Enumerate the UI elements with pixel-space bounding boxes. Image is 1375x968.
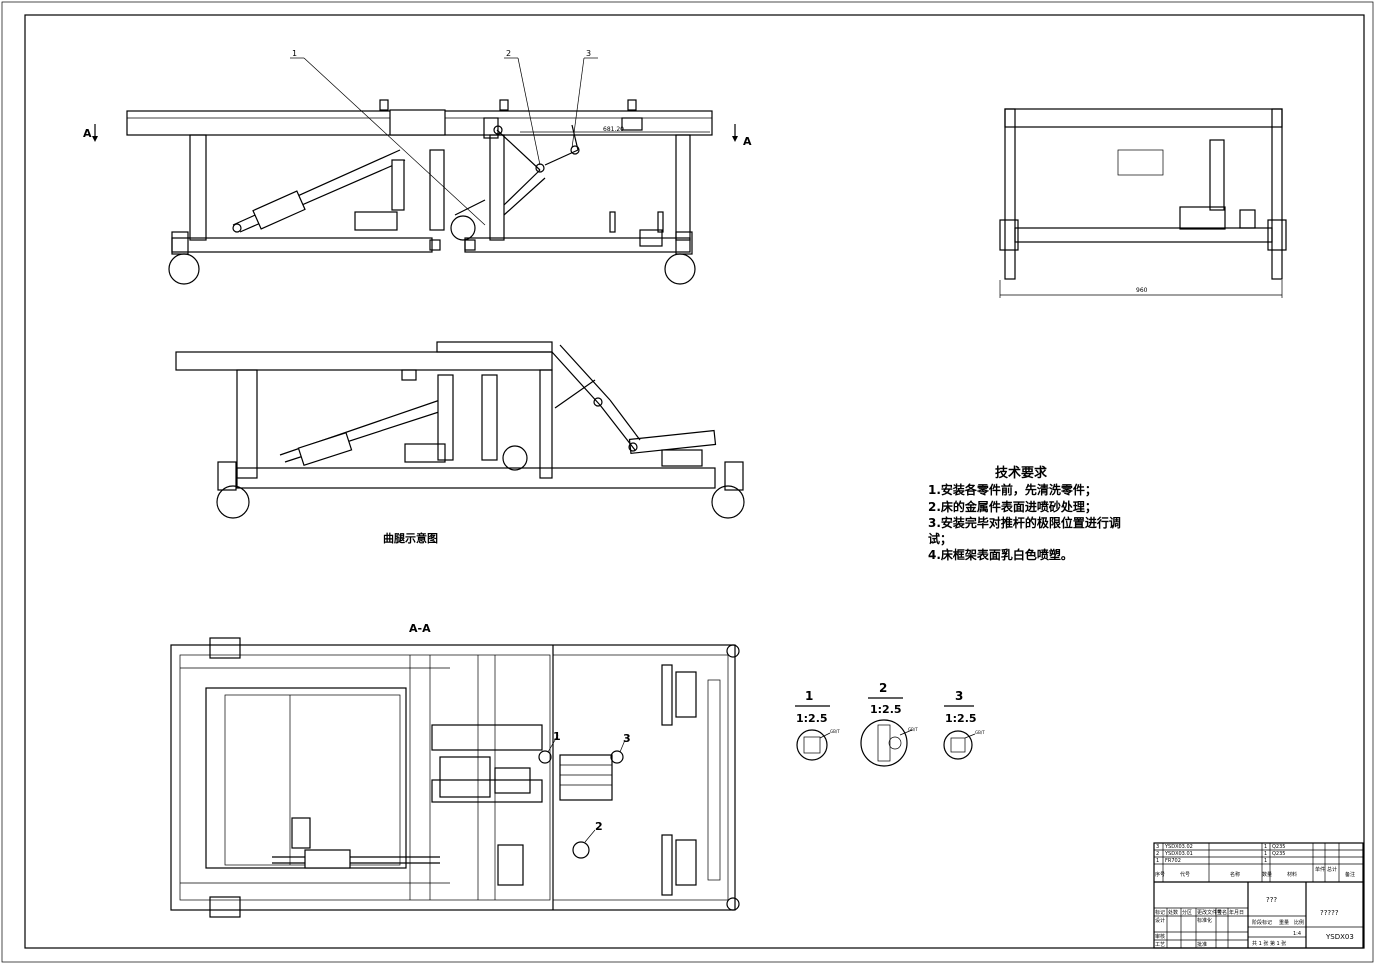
approve-label: 批准 xyxy=(1197,941,1207,948)
tech-line-3: 3.安装完毕对推杆的极限位置进行调 xyxy=(928,515,1121,530)
section-title: A-A xyxy=(409,622,431,635)
stage-label: 阶段标记 xyxy=(1252,919,1272,926)
craft-label: 工艺 xyxy=(1155,942,1165,948)
header-material: 材料 xyxy=(1287,871,1297,878)
detail-2-scale: 1:2.5 xyxy=(870,703,902,716)
header-remark: 备注 xyxy=(1345,871,1355,878)
end-dimension: 960 xyxy=(1136,287,1148,294)
sign-zone: 分区 xyxy=(1182,909,1192,916)
scale-value: 1:4 xyxy=(1293,931,1301,937)
side-view: A A 681.20 1 2 3 xyxy=(83,49,752,285)
section-callout-1: 1 xyxy=(553,730,561,743)
drawing-name: ????? xyxy=(1320,909,1339,917)
tech-line-4: 试； xyxy=(928,531,952,546)
section-marker-right: A xyxy=(743,135,752,148)
detail-2-note: GB/T xyxy=(908,727,918,732)
section-view: A-A xyxy=(170,622,740,918)
sheets-text: 共 1 张 第 1 张 xyxy=(1252,940,1286,947)
sign-count: 处数 xyxy=(1168,909,1178,916)
tech-line-1: 1.安装各零件前，先清洗零件； xyxy=(928,482,1097,497)
parts-row-3-num: 3 xyxy=(1156,844,1159,850)
leg-view-caption: 曲腿示意图 xyxy=(383,531,438,545)
std-label: 标准化 xyxy=(1197,917,1212,924)
title-block: 3 YSDX03.02 1 Q235 2 YSDX03.01 1 Q235 1 … xyxy=(1153,842,1364,949)
detail-3-scale: 1:2.5 xyxy=(945,712,977,725)
detail-3: 3 1:2.5 GB/T xyxy=(943,689,985,760)
tech-line-2: 2.床的金属件表面进喷砂处理； xyxy=(928,499,1097,514)
section-callout-2: 2 xyxy=(595,820,603,833)
detail-1-note: GB/T xyxy=(830,729,840,734)
design-label: 设计 xyxy=(1155,917,1165,924)
drawing-code: YSDX03 xyxy=(1325,933,1354,941)
parts-row-2-mat: Q235 xyxy=(1272,851,1285,857)
parts-row-1-qty: 1 xyxy=(1264,858,1267,864)
parts-row-3-code: YSDX03.02 xyxy=(1164,844,1193,850)
parts-row-1-num: 1 xyxy=(1156,858,1159,864)
tech-requirements: 技术要求 1.安装各零件前，先清洗零件； 2.床的金属件表面进喷砂处理； 3.安… xyxy=(928,465,1121,562)
parts-row-2-code: YSDX03.01 xyxy=(1164,851,1193,857)
section-callout-3: 3 xyxy=(623,732,631,745)
detail-1-scale: 1:2.5 xyxy=(796,712,828,725)
sign-doc: 更改文件号 xyxy=(1197,909,1222,916)
section-marker-left: A xyxy=(83,127,92,140)
side-callout-2: 2 xyxy=(506,49,511,58)
detail-2-number: 2 xyxy=(879,681,887,695)
review-label: 审核 xyxy=(1155,933,1165,940)
detail-1-number: 1 xyxy=(805,689,813,703)
detail-3-number: 3 xyxy=(955,689,963,703)
tech-title: 技术要求 xyxy=(995,465,1048,481)
sign-sig: 签名 xyxy=(1217,909,1227,916)
header-name: 名称 xyxy=(1230,871,1240,878)
tech-line-5: 4.床框架表面乳白色喷塑。 xyxy=(928,547,1073,562)
inner-border xyxy=(24,14,1365,949)
weight-label: 重量 xyxy=(1279,919,1289,926)
detail-3-note: GB/T xyxy=(975,730,985,735)
material-cell: ??? xyxy=(1266,896,1277,904)
detail-1: 1 1:2.5 GB/T xyxy=(795,689,840,761)
parts-row-3-qty: 1 xyxy=(1264,844,1267,850)
scale-label: 比例 xyxy=(1294,919,1304,926)
parts-row-1-code: FR702 xyxy=(1165,858,1181,864)
sign-date: 年月日 xyxy=(1229,909,1244,916)
leg-view: 曲腿示意图 xyxy=(175,341,745,545)
side-callout-1: 1 xyxy=(292,49,297,58)
parts-row-3-mat: Q235 xyxy=(1272,844,1285,850)
sign-mark: 标记 xyxy=(1155,909,1165,916)
side-dimension: 681.20 xyxy=(603,126,624,133)
parts-row-2-qty: 1 xyxy=(1264,851,1267,857)
parts-row-2-num: 2 xyxy=(1156,851,1159,857)
header-unit: 单件 xyxy=(1315,866,1325,873)
side-callout-3: 3 xyxy=(586,49,591,58)
end-view: 960 xyxy=(999,108,1287,298)
detail-2: 2 1:2.5 GB/T xyxy=(860,681,918,767)
header-total: 总计 xyxy=(1327,866,1337,873)
header-code: 代号 xyxy=(1180,871,1190,878)
header-seq: 序号 xyxy=(1155,871,1165,878)
header-qty: 数量 xyxy=(1262,871,1272,878)
